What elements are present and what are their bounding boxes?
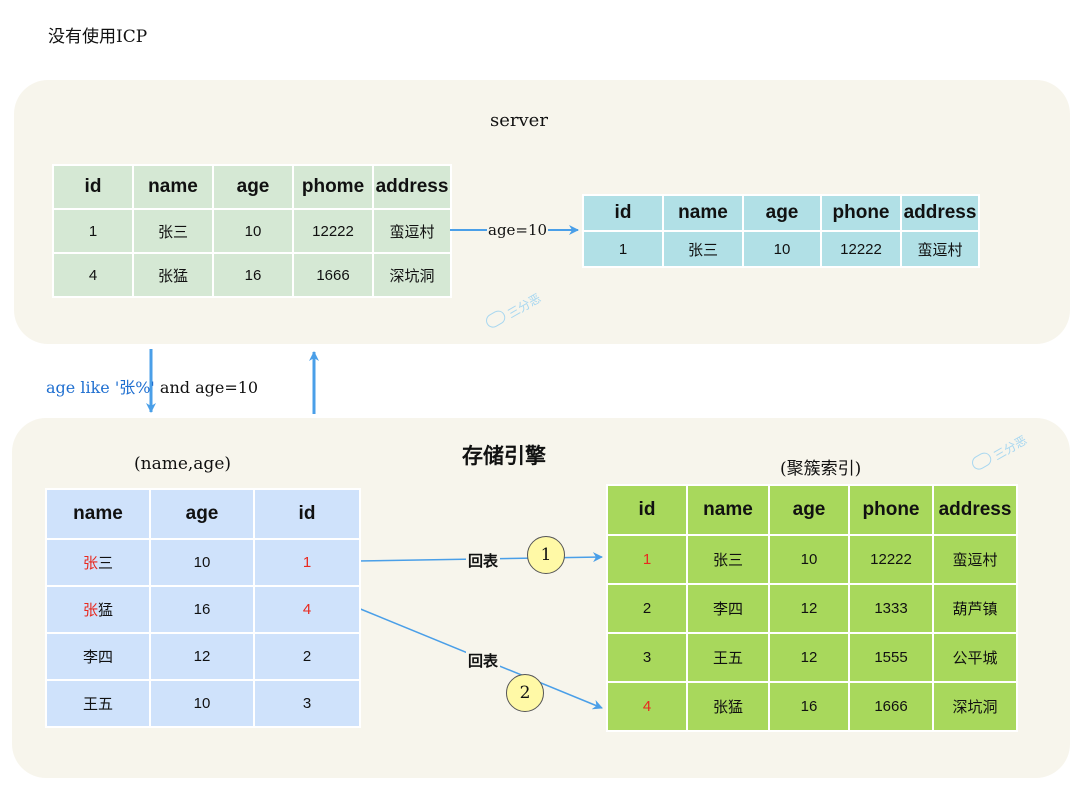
query-condition-highlighted: age like '张%' <box>46 378 155 397</box>
table-cell: 1666 <box>292 252 374 298</box>
table-cell: 3 <box>606 632 688 683</box>
table-cell: 张三 <box>45 538 151 587</box>
table-cell: 2 <box>606 583 688 634</box>
filter-label: age=10 <box>487 221 549 239</box>
query-label: age like '张%' and age=10 <box>46 374 258 398</box>
column-header: name <box>45 488 151 540</box>
table-cell: 1 <box>582 230 664 268</box>
table-cell: 李四 <box>686 583 770 634</box>
table-cell: 16 <box>149 585 255 634</box>
table-row: 4 张猛 16 1666 深坑洞 <box>52 252 452 298</box>
table-cell: 1 <box>606 534 688 585</box>
table-cell: 张三 <box>132 208 214 254</box>
table-cell: 张三 <box>686 534 770 585</box>
table-cell: 4 <box>52 252 134 298</box>
table-cell: 10 <box>149 679 255 728</box>
step-1-marker: 1 <box>527 536 565 574</box>
table-row: 张猛 16 4 <box>45 585 361 634</box>
column-header: name <box>686 484 770 536</box>
table-cell: 王五 <box>45 679 151 728</box>
table-cell: 12222 <box>820 230 902 268</box>
secondary-index-title: (name,age) <box>134 454 232 474</box>
clustered-index-table: id name age phone address 1 张三 10 12222 … <box>606 484 1018 732</box>
column-header: name <box>132 164 214 210</box>
table-cell: 1 <box>253 538 361 587</box>
server-table: id name age phome address 1 张三 10 12222 … <box>52 164 452 298</box>
column-header: address <box>900 194 980 232</box>
table-cell: 12222 <box>292 208 374 254</box>
table-cell: 1 <box>52 208 134 254</box>
table-cell: 16 <box>212 252 294 298</box>
table-row: 2 李四 12 1333 葫芦镇 <box>606 583 1018 634</box>
table-cell: 12222 <box>848 534 934 585</box>
table-cell: 张猛 <box>45 585 151 634</box>
server-label: server <box>490 110 548 131</box>
table-cell: 蛮逗村 <box>932 534 1018 585</box>
step-2-marker: 2 <box>506 674 544 712</box>
storage-engine-label: 存储引擎 <box>462 443 546 468</box>
table-cell: 王五 <box>686 632 770 683</box>
table-cell: 3 <box>253 679 361 728</box>
lookup-label-2: 回表 <box>466 650 501 671</box>
table-row: 李四 12 2 <box>45 632 361 681</box>
table-cell: 蛮逗村 <box>372 208 452 254</box>
clustered-index-title: (聚簇索引) <box>780 459 862 479</box>
table-cell: 公平城 <box>932 632 1018 683</box>
table-cell: 1666 <box>848 681 934 732</box>
column-header: id <box>582 194 664 232</box>
table-cell: 10 <box>768 534 850 585</box>
table-cell: 10 <box>742 230 822 268</box>
table-cell: 12 <box>149 632 255 681</box>
lookup-label-1: 回表 <box>466 550 501 571</box>
table-cell: 深坑洞 <box>372 252 452 298</box>
secondary-index-table: name age id 张三 10 1 张猛 16 4 李四 12 2 王五 1… <box>45 488 361 728</box>
column-header: address <box>372 164 452 210</box>
table-cell: 1555 <box>848 632 934 683</box>
table-cell: 蛮逗村 <box>900 230 980 268</box>
table-row: 1 张三 10 12222 蛮逗村 <box>52 208 452 254</box>
column-header: phome <box>292 164 374 210</box>
table-row: 王五 10 3 <box>45 679 361 728</box>
column-header: phone <box>848 484 934 536</box>
table-cell: 张猛 <box>686 681 770 732</box>
matched-prefix: 张 <box>82 555 98 572</box>
table-cell: 12 <box>768 583 850 634</box>
table-cell: 4 <box>253 585 361 634</box>
query-condition-rest: and age=10 <box>154 378 259 397</box>
page-title: 没有使用ICP <box>48 27 148 47</box>
table-cell: 1333 <box>848 583 934 634</box>
table-cell: 16 <box>768 681 850 732</box>
column-header: phone <box>820 194 902 232</box>
column-header: age <box>149 488 255 540</box>
table-cell: 张三 <box>662 230 744 268</box>
table-cell: 10 <box>212 208 294 254</box>
column-header: age <box>212 164 294 210</box>
table-cell: 深坑洞 <box>932 681 1018 732</box>
table-row: 张三 10 1 <box>45 538 361 587</box>
table-cell: 12 <box>768 632 850 683</box>
table-cell: 葫芦镇 <box>932 583 1018 634</box>
table-cell: 张猛 <box>132 252 214 298</box>
table-cell: 4 <box>606 681 688 732</box>
column-header: age <box>768 484 850 536</box>
table-row: 3 王五 12 1555 公平城 <box>606 632 1018 683</box>
table-cell: 10 <box>149 538 255 587</box>
table-cell: 李四 <box>45 632 151 681</box>
matched-prefix: 张 <box>82 602 98 619</box>
column-header: id <box>606 484 688 536</box>
column-header: name <box>662 194 744 232</box>
result-table: id name age phone address 1 张三 10 12222 … <box>582 194 980 268</box>
column-header: id <box>52 164 134 210</box>
column-header: address <box>932 484 1018 536</box>
column-header: age <box>742 194 822 232</box>
column-header: id <box>253 488 361 540</box>
table-row: 4 张猛 16 1666 深坑洞 <box>606 681 1018 732</box>
table-cell: 2 <box>253 632 361 681</box>
table-row: 1 张三 10 12222 蛮逗村 <box>582 230 980 268</box>
table-row: 1 张三 10 12222 蛮逗村 <box>606 534 1018 585</box>
